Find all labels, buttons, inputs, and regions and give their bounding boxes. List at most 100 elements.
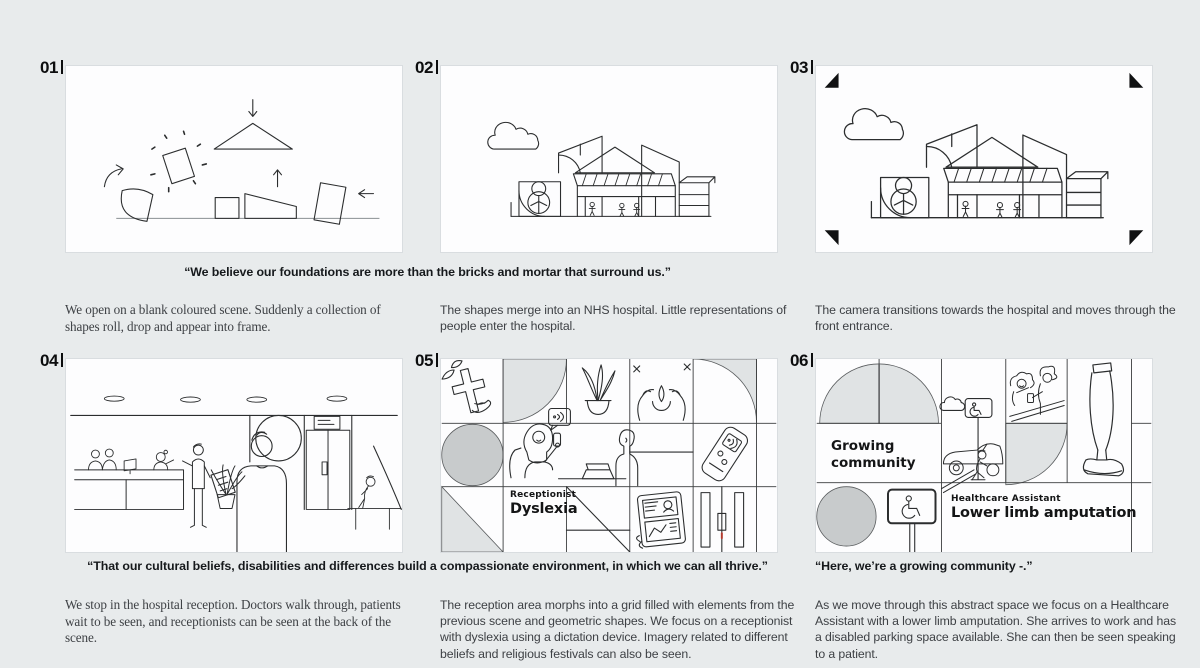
reception-desk — [74, 469, 185, 510]
tree-icon — [531, 181, 547, 197]
monitor-icon — [123, 458, 137, 475]
panel-04-frame — [65, 358, 403, 553]
person-silhouette — [615, 429, 639, 487]
gray-circle-shape — [441, 423, 504, 487]
wall-circle-shape — [255, 414, 302, 462]
laptop-icon — [581, 463, 615, 480]
left-arrow-icon — [358, 189, 375, 199]
number-divider — [810, 60, 813, 74]
small-square-shape — [214, 197, 240, 219]
tilted-rectangle-shape — [313, 182, 375, 225]
panel-01-illustration — [103, 99, 380, 225]
grid-lines — [441, 359, 777, 552]
panel-06-frame: Growing community Healthcare Assistant L… — [815, 358, 1153, 553]
panel-01-caption: We open on a blank coloured scene. Sudde… — [65, 302, 381, 334]
hand — [471, 399, 492, 413]
panel-05-caption: The reception area morphs into a grid fi… — [440, 598, 795, 661]
gray-triangle-shape — [441, 485, 504, 552]
number-divider — [810, 353, 813, 367]
receptionist-figure — [153, 449, 175, 471]
panel-02-illustration — [487, 121, 716, 217]
disabled-parking-sign-icon — [887, 488, 937, 552]
number-divider — [435, 353, 438, 367]
ramp — [940, 469, 977, 494]
panel-number-02: 02 — [415, 58, 438, 78]
panel-06-detail-label: Lower limb amputation — [951, 505, 1137, 521]
crop-mark-bottom-right-icon — [1129, 230, 1144, 246]
speech-bubble-icon — [548, 407, 571, 431]
panel-number-03: 03 — [790, 58, 813, 78]
hand — [636, 535, 644, 549]
panel-06-illustration — [816, 359, 1152, 552]
clipboard-icon — [210, 469, 236, 499]
plant-icon — [581, 364, 616, 415]
curved-wall — [373, 445, 402, 510]
standing-man-figure — [182, 443, 211, 528]
crop-mark-top-left-icon — [824, 72, 839, 88]
door-panels-icon — [700, 486, 745, 552]
dictation-device-icon — [553, 432, 562, 447]
people-icons — [588, 201, 641, 217]
panel-05-frame: Receptionist Dyslexia — [440, 358, 778, 553]
panel-01-frame — [65, 65, 403, 253]
number-divider — [435, 60, 438, 74]
number-divider — [60, 60, 63, 74]
parking-sign-pole-icon — [939, 396, 993, 481]
panel-04-caption: We stop in the hospital reception. Docto… — [65, 597, 401, 646]
ceiling-lights — [103, 395, 348, 403]
hands-holding-flame-icon — [633, 363, 691, 421]
gray-quarter-shape — [502, 359, 567, 423]
background-people — [88, 448, 117, 471]
car-arrival-scene — [940, 443, 1004, 494]
panel-06-community-label: Growing community — [831, 438, 916, 472]
panel-number-05: 05 — [415, 351, 438, 371]
rotate-arrow-icon — [103, 164, 124, 188]
hospital-illustration — [487, 121, 716, 217]
patient-conversation-scene — [1009, 365, 1065, 422]
panel-06-caption: As we move through this abstract space w… — [815, 598, 1177, 661]
quote-row1: “We believe our foundations are more tha… — [184, 265, 671, 279]
bed-edge — [1009, 400, 1065, 422]
receptionist-dictation-scene — [509, 407, 639, 487]
rolling-quarter-shape — [103, 164, 154, 222]
foreground-person-figure — [210, 431, 288, 552]
sparkling-square-shape — [150, 130, 208, 193]
quote-row3: “Here, we’re a growing community -.” — [815, 559, 1033, 573]
assistant-hair — [1039, 365, 1058, 381]
person-head — [977, 450, 987, 460]
panel-06-role-label: Healthcare Assistant — [951, 494, 1061, 504]
gray-quarter-shape — [693, 359, 757, 423]
panel-number-04: 04 — [40, 351, 63, 371]
leaves-icon — [441, 360, 463, 380]
cloud-icon — [487, 121, 540, 150]
panel-03-frame — [815, 65, 1153, 253]
dictaphone-icon — [701, 426, 749, 482]
crop-mark-bottom-left-icon — [824, 230, 839, 246]
gray-quarter-shape — [1005, 422, 1068, 486]
panel-number-01: 01 — [40, 58, 63, 78]
cross-icon — [441, 360, 492, 414]
door-handle-icon — [321, 461, 328, 476]
quote-row2: “That our cultural beliefs, disabilities… — [87, 559, 768, 573]
panel-05-detail-label: Dyslexia — [510, 501, 578, 517]
camera-crop-marks — [824, 72, 1144, 246]
gray-circle-shape — [816, 486, 877, 547]
panel-number-06: 06 — [790, 351, 813, 371]
crop-mark-top-right-icon — [1129, 72, 1144, 88]
down-arrow-icon — [248, 99, 258, 118]
sloped-quad-shape — [244, 169, 297, 219]
panel-04-illustration — [70, 395, 402, 552]
patient-hair — [1009, 371, 1035, 389]
panel-05-illustration — [441, 359, 777, 552]
panel-05-role-label: Receptionist — [510, 490, 577, 500]
panel-03-illustration — [824, 72, 1144, 246]
bench — [347, 508, 402, 530]
prosthetic-leg-icon — [1082, 362, 1125, 477]
sparkle-icons — [633, 363, 691, 373]
cloud-icon — [939, 396, 966, 412]
triangle-shape — [213, 99, 293, 150]
panel-02-caption: The shapes merge into an NHS hospital. L… — [440, 303, 787, 334]
tablet-document-icon — [636, 491, 686, 549]
number-divider — [60, 353, 63, 367]
